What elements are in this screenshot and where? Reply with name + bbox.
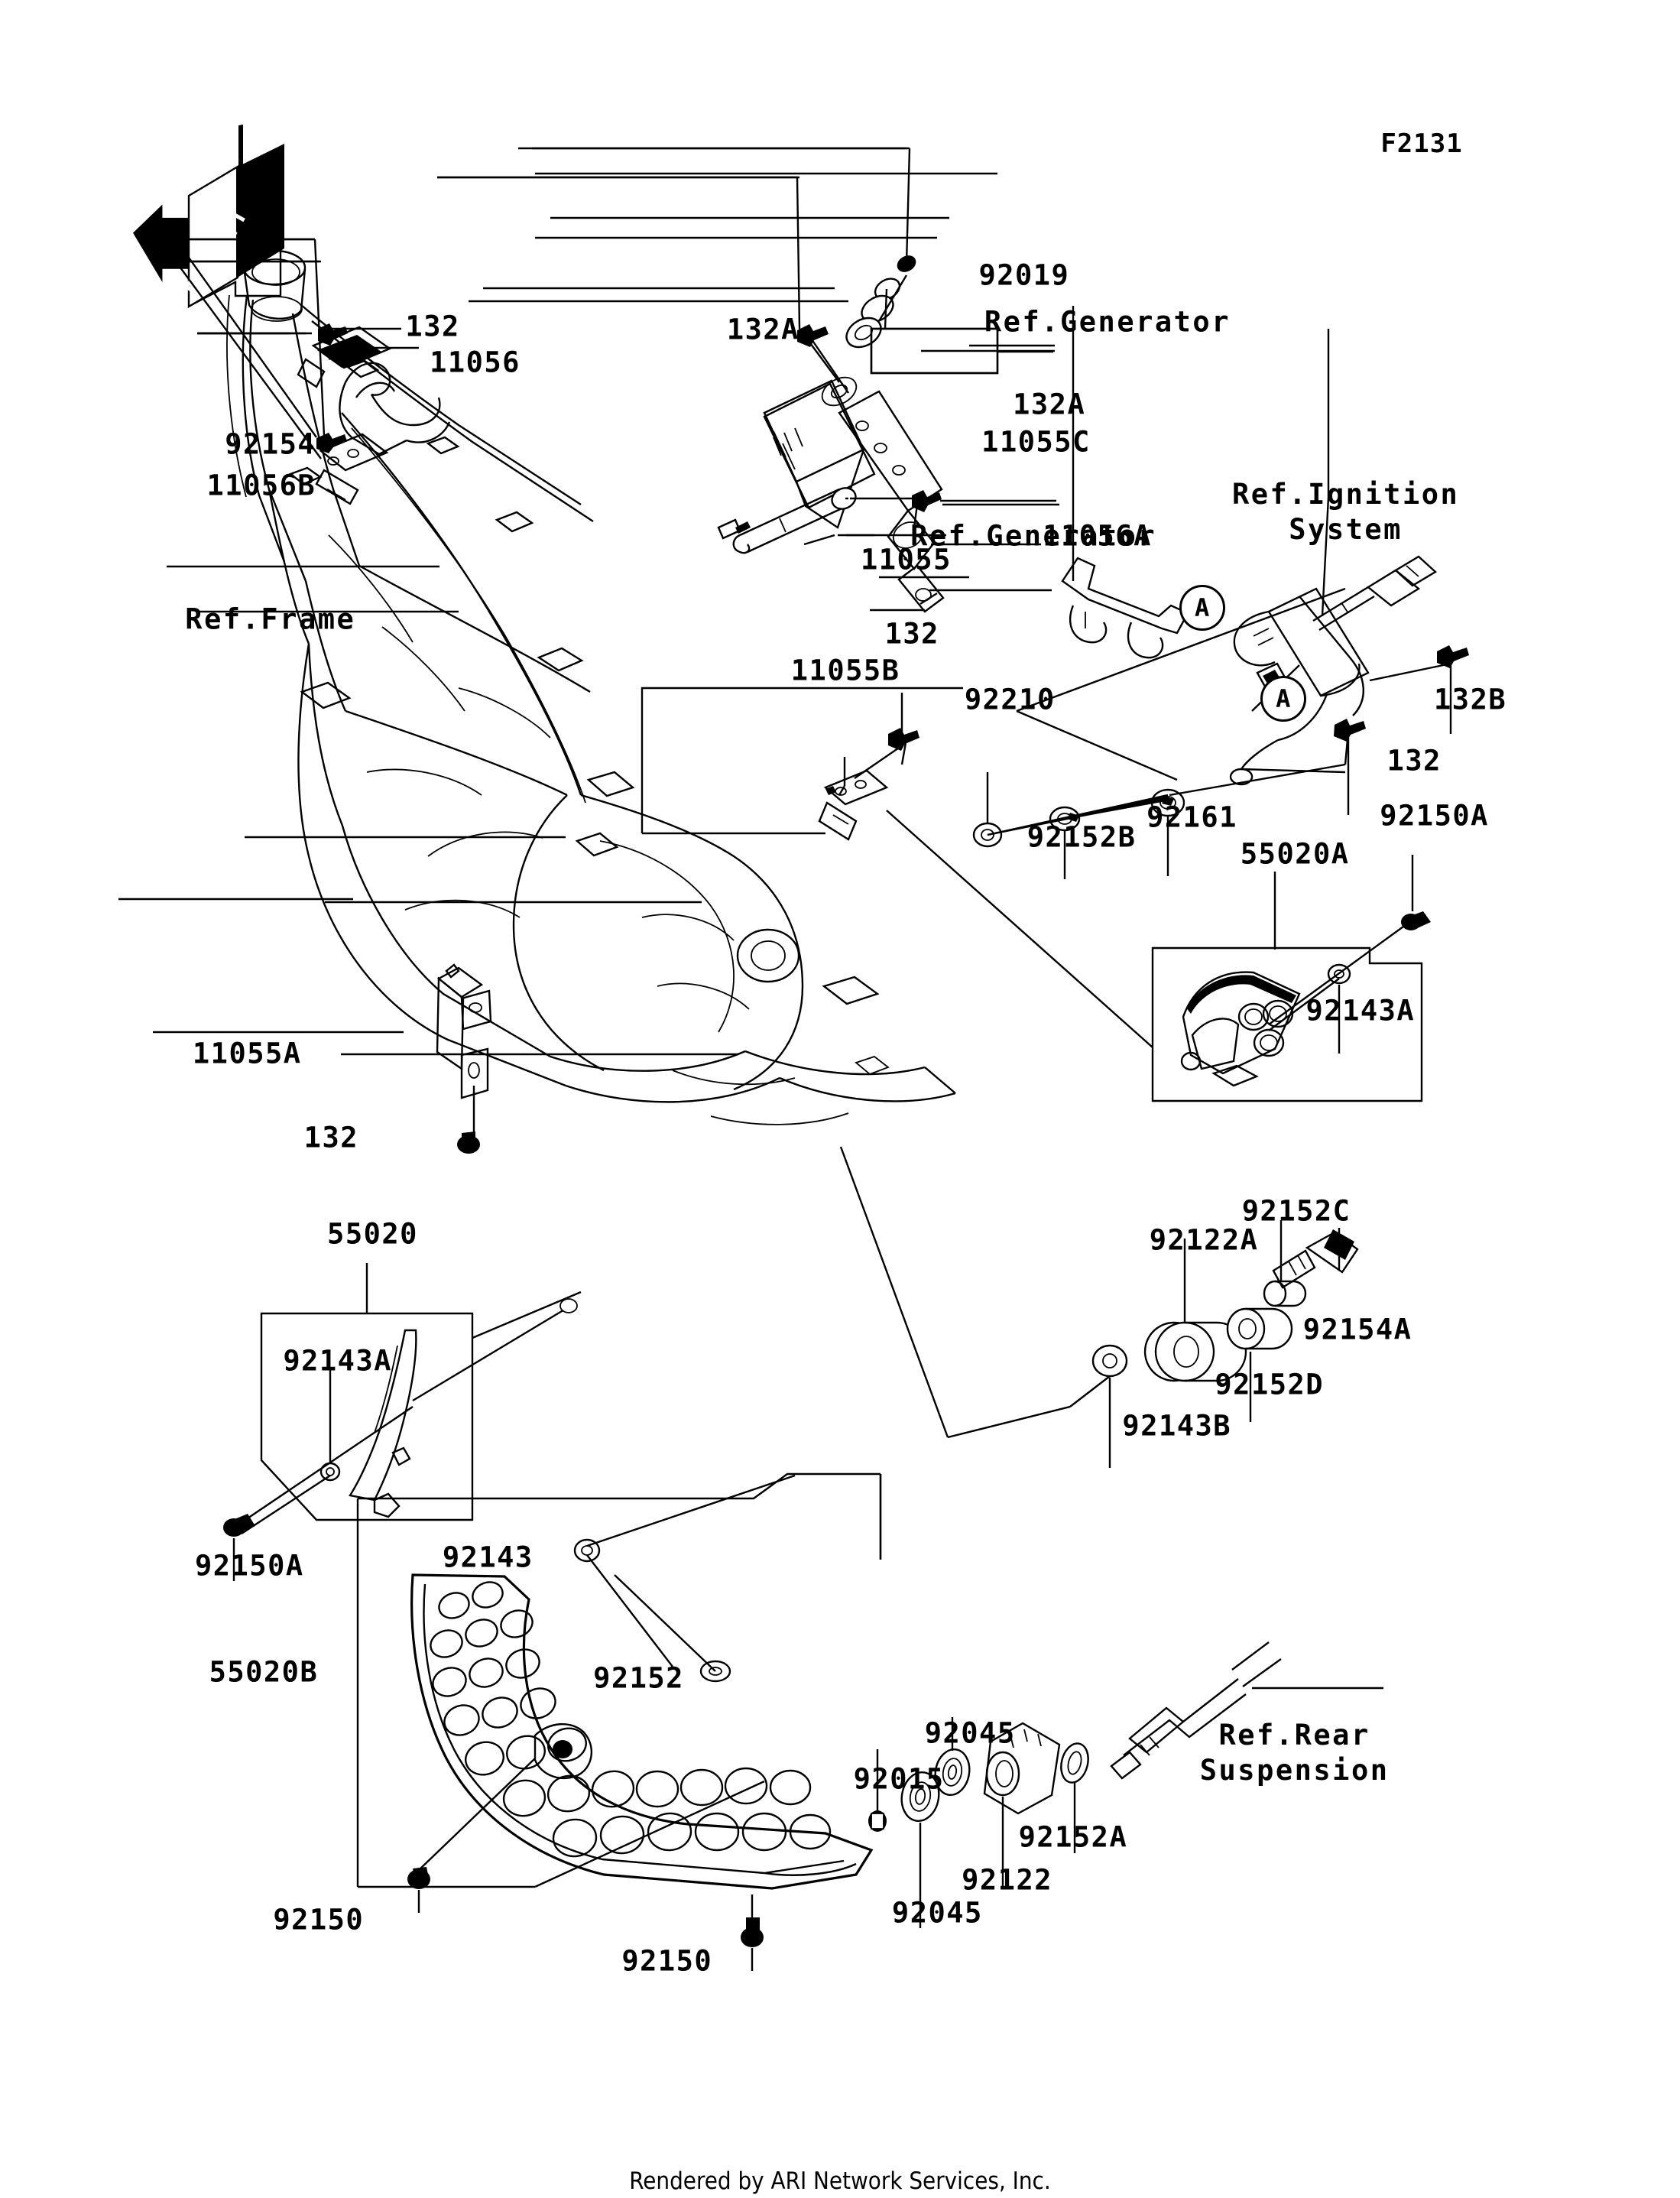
leader-lines-2 xyxy=(197,306,1452,1971)
callout-55020: 55020 xyxy=(327,1217,418,1251)
callout-132: 132 xyxy=(303,1121,358,1154)
bracket-11055A-art xyxy=(436,963,492,1154)
callout-92150: 92150 xyxy=(273,1903,365,1937)
leader-lines-horizontal xyxy=(118,147,1055,1056)
bracket-11055B-art xyxy=(818,728,919,841)
callout-refgenerator: Ref.Generator xyxy=(984,305,1231,339)
callout-11056: 11056 xyxy=(430,346,521,379)
callout-11056b: 11056B xyxy=(206,469,316,502)
callout-92143a: 92143A xyxy=(283,1344,393,1378)
callout-132a: 132A xyxy=(726,313,799,346)
callout-92150a: 92150A xyxy=(1380,799,1489,833)
callout-92152d: 92152D xyxy=(1215,1368,1325,1402)
frame-assembly-art xyxy=(226,249,956,1125)
callout-92143: 92143 xyxy=(442,1541,534,1574)
footer-attribution: Rendered by ARI Network Services, Inc. xyxy=(629,2167,1051,2195)
callout-92161: 92161 xyxy=(1146,800,1237,834)
callout-92154a: 92154A xyxy=(1302,1313,1412,1346)
screw-132A-upper-art xyxy=(797,324,829,347)
callout-92143a: 92143A xyxy=(1305,994,1416,1028)
callout-11055c: 11055C xyxy=(981,425,1091,459)
callout-132: 132 xyxy=(1386,744,1442,778)
callout-132b: 132B xyxy=(1434,683,1507,716)
screw-132A-lower-art xyxy=(912,490,942,512)
callout-92045: 92045 xyxy=(891,1896,983,1930)
front-arrow-icon: FRONT xyxy=(133,124,284,309)
callout-11055b: 11055B xyxy=(790,654,900,687)
callout-11056a: 11056A xyxy=(1043,519,1152,553)
association-lines xyxy=(472,274,1451,1888)
section-bubble-a: A xyxy=(1179,584,1225,631)
screw-92154-art xyxy=(316,433,347,453)
box-55020 xyxy=(223,1298,578,1537)
callout-92045: 92045 xyxy=(924,1716,1016,1750)
callout-92152a: 92152A xyxy=(1018,1820,1128,1854)
sheet-code: F2131 xyxy=(1380,128,1463,159)
callout-132a: 132A xyxy=(1013,388,1086,421)
callout-92210: 92210 xyxy=(964,683,1056,716)
callout-92019: 92019 xyxy=(978,258,1070,292)
callout-92152: 92152 xyxy=(593,1661,684,1695)
callout-92143b: 92143B xyxy=(1122,1410,1232,1443)
rear-suspension-hardware-art xyxy=(868,1641,1282,1832)
regulator-11055-art xyxy=(717,379,876,554)
callout-92150a: 92150A xyxy=(194,1549,304,1583)
callout-92152c: 92152C xyxy=(1241,1195,1351,1228)
callout-132: 132 xyxy=(405,310,460,343)
hardware-92122A-art xyxy=(1069,1229,1359,1407)
bracket-11056A-art xyxy=(1061,557,1189,659)
callout-11055: 11055 xyxy=(860,543,952,576)
callout-11055a: 11055A xyxy=(192,1037,302,1070)
callout-refgenerator: Ref.Generator xyxy=(910,519,1157,553)
wire-guide-clip-art xyxy=(339,362,451,456)
box-55020B xyxy=(356,1472,882,1947)
callout-92152b: 92152B xyxy=(1026,820,1137,854)
callout-92154: 92154 xyxy=(225,428,316,462)
callout-92150: 92150 xyxy=(621,1944,713,1978)
callout-92122: 92122 xyxy=(962,1863,1053,1897)
callout-132: 132 xyxy=(884,617,939,651)
section-bubble-a: A xyxy=(1260,675,1306,722)
callout-55020b: 55020B xyxy=(209,1655,319,1689)
leader-lines xyxy=(175,147,999,459)
callout-92122a: 92122A xyxy=(1149,1223,1259,1257)
bracket-11056B-art xyxy=(315,433,389,505)
callout-55020a: 55020A xyxy=(1240,837,1350,871)
callout-refframe: Ref.Frame xyxy=(185,602,356,636)
box-55020A xyxy=(1151,911,1431,1102)
callout-92015: 92015 xyxy=(853,1762,945,1796)
bracket-11056-art xyxy=(297,326,392,388)
